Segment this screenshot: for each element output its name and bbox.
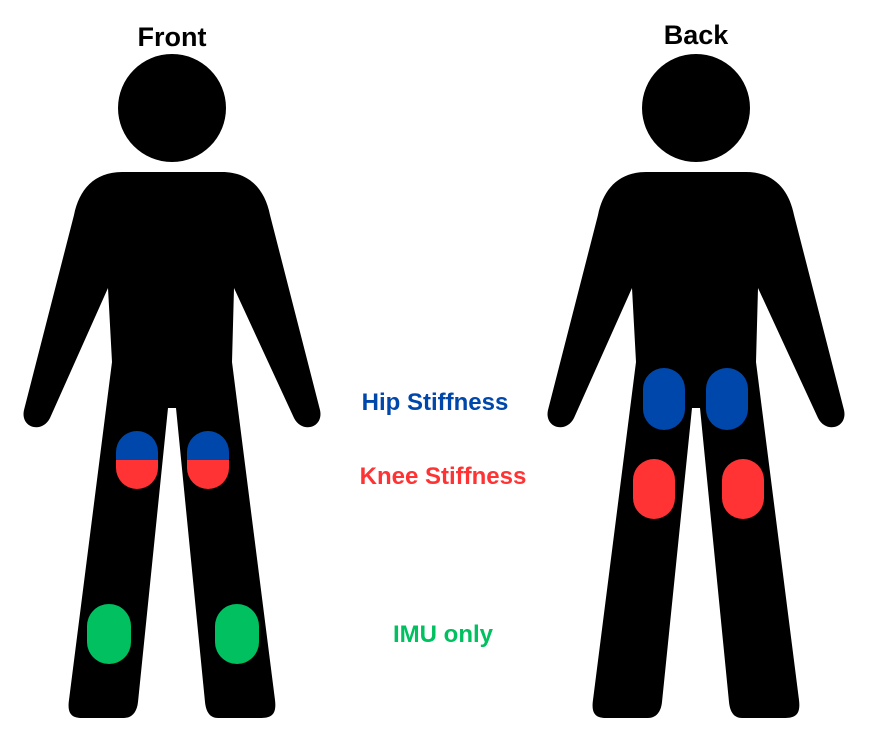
- back-view: Back: [547, 20, 845, 718]
- legend: Hip Stiffness Knee Stiffness IMU only: [360, 389, 527, 648]
- hip-stiffness-marker: [643, 368, 685, 430]
- knee-stiffness-marker: [633, 459, 675, 519]
- knee-stiffness-marker: [722, 459, 764, 519]
- hip-stiffness-marker: [187, 431, 229, 460]
- front-view: Front: [23, 22, 321, 718]
- front-left-hip-knee-sensor: [116, 431, 158, 489]
- legend-knee-stiffness: Knee Stiffness: [360, 463, 527, 490]
- front-title: Front: [138, 22, 207, 52]
- front-right-hip-knee-sensor: [187, 431, 229, 489]
- hip-stiffness-marker: [706, 368, 748, 430]
- imu-only-marker: [215, 604, 259, 664]
- back-body-silhouette: [547, 54, 845, 718]
- hip-stiffness-marker: [116, 431, 158, 460]
- legend-imu-only: IMU only: [393, 621, 494, 648]
- knee-stiffness-marker: [187, 460, 229, 489]
- front-body-silhouette: [23, 54, 321, 718]
- knee-stiffness-marker: [116, 460, 158, 489]
- imu-only-marker: [87, 604, 131, 664]
- legend-hip-stiffness: Hip Stiffness: [362, 389, 509, 416]
- back-title: Back: [664, 20, 730, 50]
